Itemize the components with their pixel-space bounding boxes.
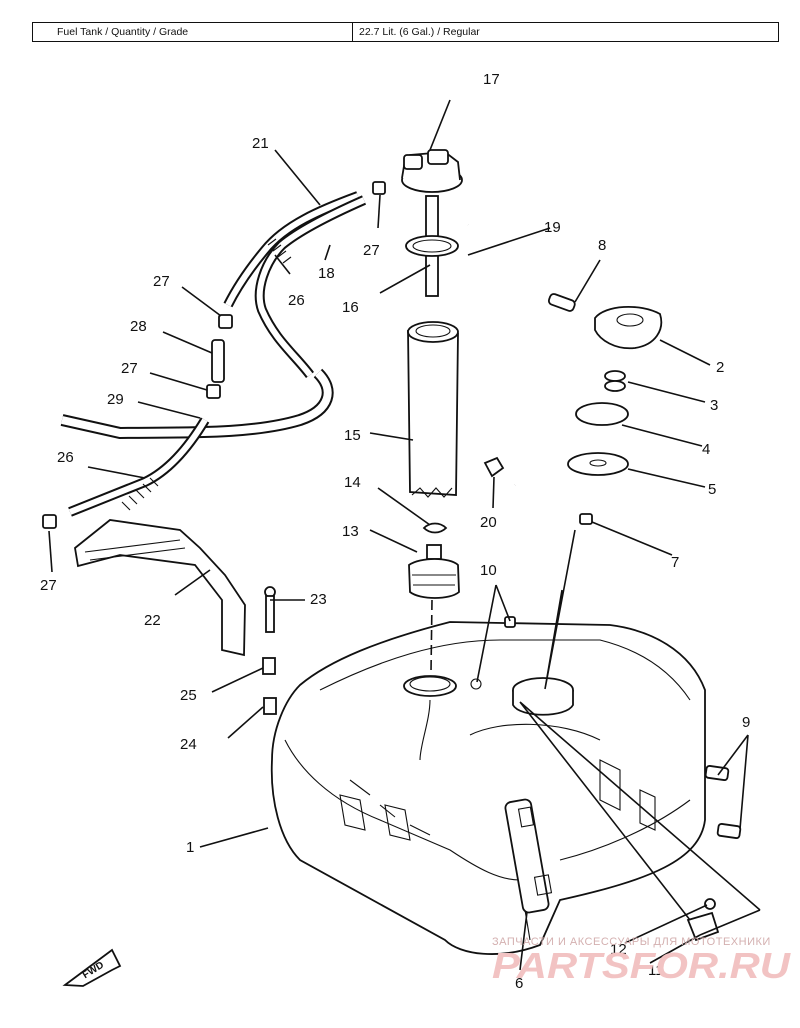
- fuel-hoses: [60, 191, 367, 517]
- nut-7: [579, 513, 593, 525]
- fwd-arrow: FWD: [62, 948, 122, 987]
- damper-2: [594, 305, 663, 350]
- callout-27a: 27: [363, 242, 380, 259]
- callout-13: 13: [342, 523, 359, 540]
- callout-26a: 26: [288, 292, 305, 309]
- watermark: ЗАПЧАСТИ И АКСЕССУАРЫ ДЛЯ МОТОТЕХНИКИ PA…: [492, 936, 791, 986]
- spec-label: Fuel Tank / Quantity / Grade: [33, 23, 353, 41]
- callout-17: 17: [483, 71, 500, 88]
- callout-28: 28: [130, 318, 147, 335]
- callout-27b: 27: [153, 273, 170, 290]
- callout-21: 21: [252, 135, 269, 152]
- callout-6: 6: [515, 975, 523, 992]
- callout-11: 11: [648, 962, 664, 979]
- callout-19: 19: [544, 219, 561, 236]
- strainer-pipe-15: [407, 321, 459, 498]
- clip-12: [704, 898, 716, 910]
- watermark-tagline: ЗАПЧАСТИ И АКСЕССУАРЫ ДЛЯ МОТОТЕХНИКИ: [492, 936, 771, 948]
- washer-10: [504, 616, 516, 628]
- bracket-22: [74, 519, 246, 657]
- callout-25: 25: [180, 687, 197, 704]
- watermark-brand: PARTSFOR.RU: [492, 945, 791, 986]
- fuel-cock-17: [401, 149, 463, 297]
- callout-4: 4: [702, 441, 710, 458]
- clip-20: [483, 456, 505, 478]
- leader-lines: [48, 99, 761, 971]
- bolt-23: [264, 586, 276, 633]
- filter-13: [408, 544, 460, 599]
- spec-table: Fuel Tank / Quantity / Grade 22.7 Lit. (…: [32, 22, 779, 42]
- callout-26b: 26: [57, 449, 74, 466]
- callout-27d: 27: [40, 577, 57, 594]
- washer-5: [567, 452, 629, 476]
- callout-27c: 27: [121, 360, 138, 377]
- spec-value: 22.7 Lit. (6 Gal.) / Regular: [359, 26, 480, 38]
- callout-8: 8: [598, 237, 606, 254]
- callout-18: 18: [318, 265, 335, 282]
- callout-29: 29: [107, 391, 124, 408]
- callout-12: 12: [610, 941, 627, 958]
- callout-24: 24: [180, 736, 197, 753]
- callout-2: 2: [716, 359, 724, 376]
- collar-25: [262, 657, 276, 675]
- callout-10: 10: [480, 562, 497, 579]
- callout-14: 14: [344, 474, 361, 491]
- joint-28: [211, 339, 225, 383]
- callout-1: 1: [186, 839, 194, 856]
- plate-4: [575, 402, 629, 426]
- grommet-11: [686, 911, 720, 942]
- callout-20: 20: [480, 514, 497, 531]
- callout-7: 7: [671, 554, 679, 571]
- clip-14: [422, 522, 448, 534]
- callout-numbers: 1 2 3 4 5 6 7 8 9 10 11 12 13 14 15 16 1…: [40, 71, 750, 992]
- bolts-9: [704, 765, 742, 839]
- callout-5: 5: [708, 481, 716, 498]
- hose-clips-27: [42, 181, 386, 529]
- pin-24: [263, 697, 277, 715]
- fuel-tank: [270, 621, 706, 955]
- callout-9: 9: [742, 714, 750, 731]
- spring-3: [604, 370, 626, 392]
- callout-22: 22: [144, 612, 161, 629]
- callout-3: 3: [710, 397, 718, 414]
- callout-15: 15: [344, 427, 361, 444]
- callout-23: 23: [310, 591, 327, 608]
- pin-8: [547, 293, 576, 312]
- callout-16: 16: [342, 299, 359, 316]
